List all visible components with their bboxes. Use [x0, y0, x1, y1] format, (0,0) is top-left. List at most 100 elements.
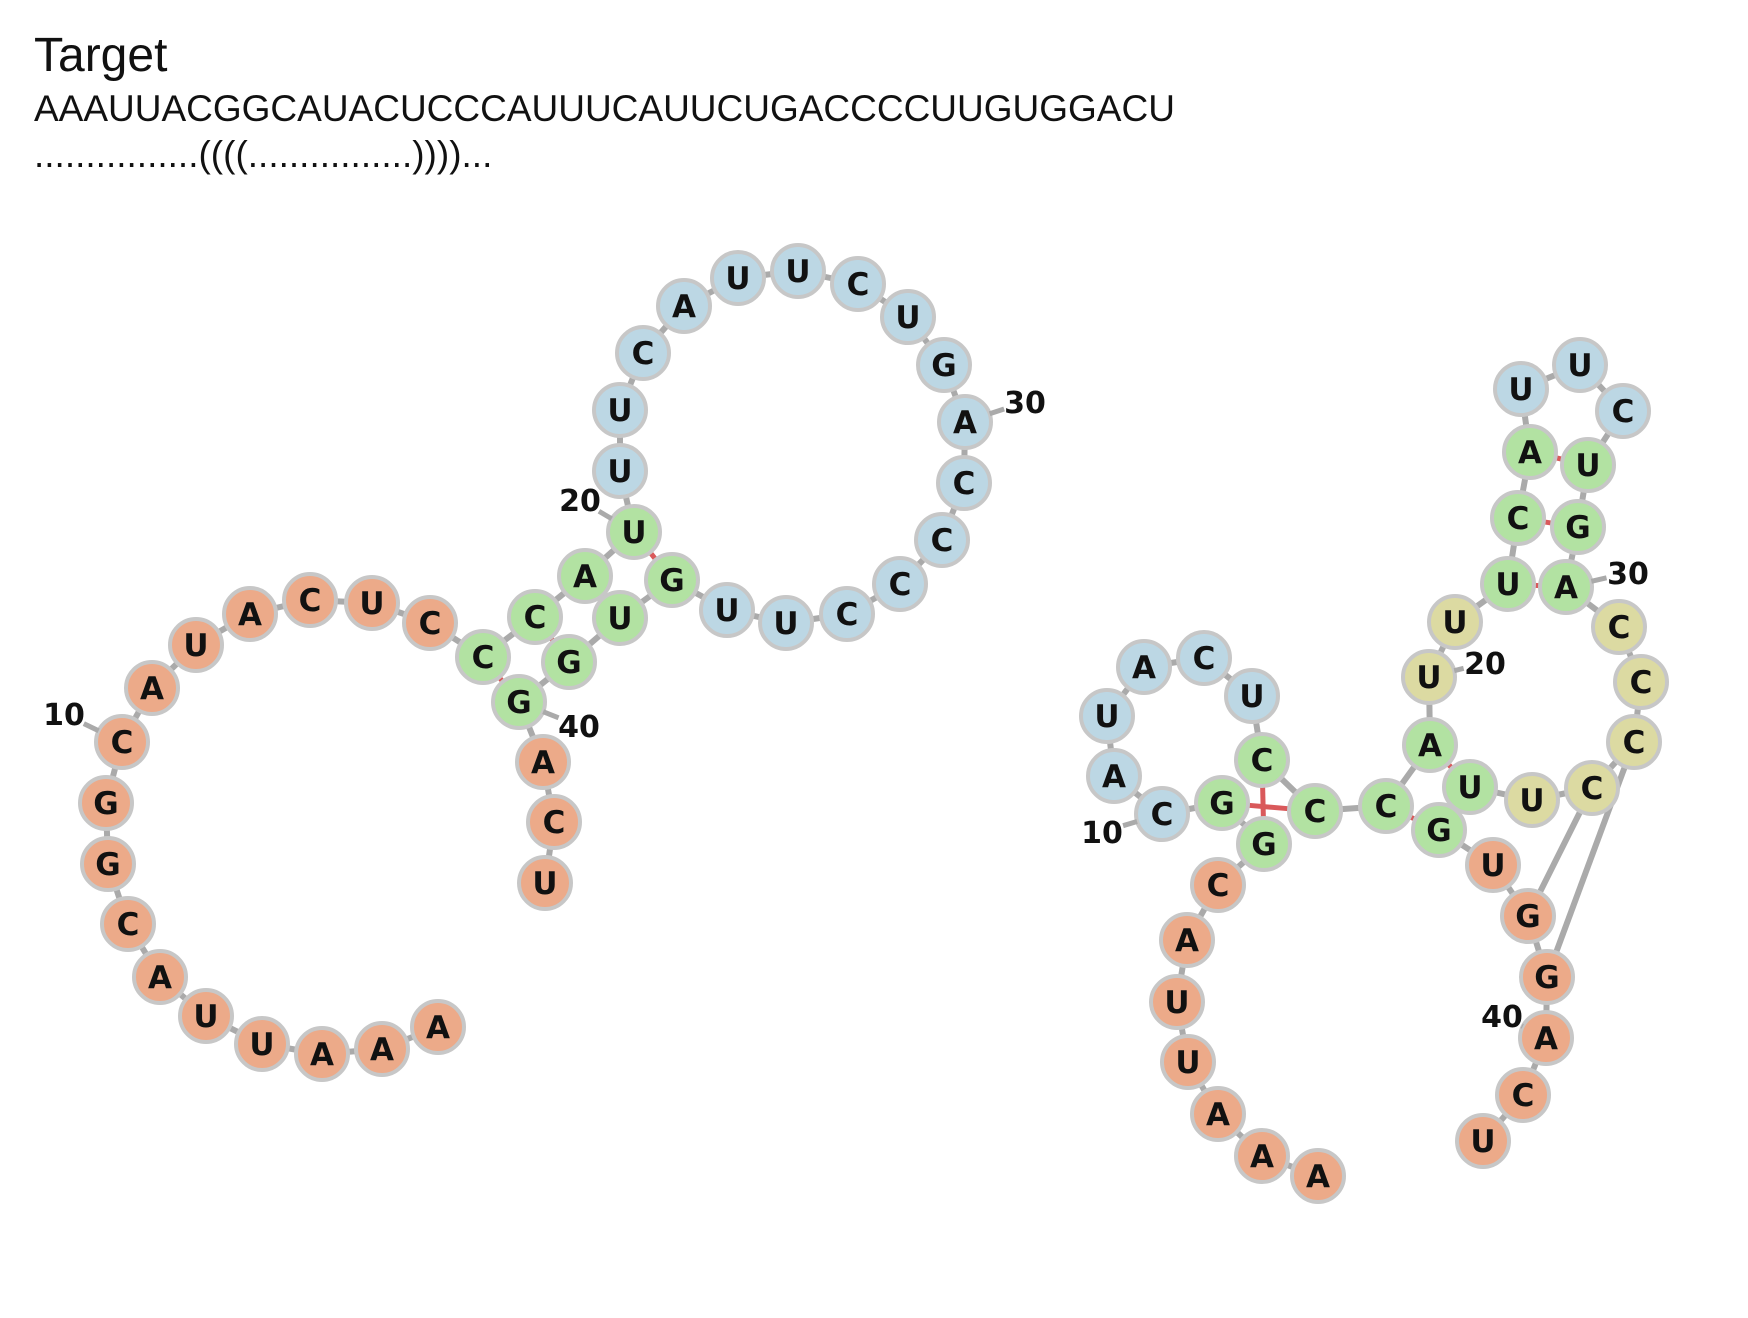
nucleotide-letter: C	[1612, 394, 1635, 430]
nucleotide-letter: A	[148, 960, 172, 996]
nucleotide-circle	[1149, 974, 1205, 1030]
nucleotide-letter: U	[1470, 1124, 1495, 1160]
nucleotide-circle	[1518, 1010, 1574, 1066]
nucleotide-circle	[656, 278, 712, 334]
nucleotide-circle	[132, 949, 188, 1005]
nucleotide-circle	[1465, 837, 1521, 893]
nucleotide-letter: U	[1416, 660, 1441, 696]
nucleotide-circle	[94, 714, 150, 770]
nucleotide-circle	[830, 256, 886, 312]
nucleotide-circle	[1411, 802, 1467, 858]
nucleotide-circle	[699, 582, 755, 638]
nucleotide-letter: G	[659, 563, 684, 599]
nucleotide-circle	[541, 634, 597, 690]
nucleotide-circle	[526, 794, 582, 850]
nucleotide-circle	[936, 455, 992, 511]
nucleotide-letter: U	[1175, 1045, 1200, 1081]
nucleotide-circle	[78, 775, 134, 831]
nucleotide-circle	[344, 575, 400, 631]
nucleotide-letter: G	[1251, 827, 1276, 863]
nucleotide-letter: G	[1426, 813, 1451, 849]
nucleotide-circle	[1116, 639, 1172, 695]
nucleotide-letter: A	[140, 671, 164, 707]
nucleotide-circle	[168, 617, 224, 673]
position-label: 20	[1464, 647, 1506, 682]
nucleotide-letter: A	[1102, 759, 1126, 795]
nucleotide-circle	[1290, 1148, 1346, 1204]
position-label: 40	[558, 710, 600, 745]
nucleotide-circle	[770, 243, 826, 299]
nucleotide-circle	[178, 988, 234, 1044]
nucleotide-letter: U	[895, 300, 920, 336]
nucleotide-letter: A	[1132, 650, 1156, 686]
nucleotide-letter: C	[931, 523, 954, 559]
nucleotide-circle	[710, 250, 766, 306]
nucleotide-circle	[1176, 630, 1232, 686]
nucleotide-circle	[124, 660, 180, 716]
nucleotide-letter: G	[1565, 510, 1590, 546]
nucleotide-circle	[1134, 786, 1190, 842]
nucleotide-circle	[1358, 778, 1414, 834]
nucleotide-circle	[1495, 1067, 1551, 1123]
nucleotide-letter: C	[1507, 501, 1530, 537]
nucleotide-circle	[1236, 816, 1292, 872]
nucleotide-letter: C	[299, 583, 322, 619]
position-tick	[82, 721, 100, 733]
nucleotide-letter: A	[573, 559, 597, 595]
nucleotide-letter: A	[1250, 1139, 1274, 1175]
page-title: Target	[34, 29, 168, 82]
position-tick	[1122, 819, 1138, 829]
position-tick	[597, 509, 613, 521]
nucleotide-circle	[410, 999, 466, 1055]
nucleotide-circle	[557, 548, 613, 604]
nucleotide-letter: U	[359, 586, 384, 622]
nucleotide-circle	[758, 595, 814, 651]
nucleotide-letter: U	[1442, 605, 1467, 641]
dot-bracket-structure: ................((((................))))…	[34, 134, 493, 175]
nucleotide-letter: U	[193, 999, 218, 1035]
position-label: 20	[559, 484, 601, 519]
nucleotide-letter: U	[1567, 348, 1592, 384]
nucleotide-letter: A	[1306, 1159, 1330, 1195]
nucleotide-letter: A	[238, 597, 262, 633]
position-label: 10	[43, 698, 85, 733]
nucleotide-letter: U	[1239, 679, 1264, 715]
nucleotide-circle	[916, 337, 972, 393]
nucleotide-circle	[1086, 748, 1142, 804]
nucleotide-letter: C	[836, 597, 859, 633]
nucleotide-letter: G	[506, 685, 531, 721]
position-tick	[1590, 575, 1608, 584]
nucleotide-circle	[1552, 337, 1608, 393]
nucleotide-circle	[1500, 888, 1556, 944]
nucleotide-circle	[1427, 594, 1483, 650]
nucleotide-circle	[282, 572, 338, 628]
nucleotide-letter: U	[1495, 567, 1520, 603]
nucleotide-letter: U	[1457, 770, 1482, 806]
nucleotide-circle	[1079, 688, 1135, 744]
nucleotide-letter: C	[847, 267, 870, 303]
nucleotide-letter: C	[1608, 610, 1631, 646]
nucleotide-letter: U	[607, 454, 632, 490]
nucleotide-circle	[615, 325, 671, 381]
nucleotide-circle	[1287, 783, 1343, 839]
nucleotide-circle	[880, 289, 936, 345]
nucleotide-letter: U	[249, 1027, 274, 1063]
nucleotide-circle	[1493, 361, 1549, 417]
nucleotide-circle	[455, 629, 511, 685]
nucleotide-letter: G	[1515, 899, 1540, 935]
nucleotide-circle	[1455, 1113, 1511, 1169]
nucleotide-letter: C	[1623, 725, 1646, 761]
position-tick	[1453, 665, 1465, 674]
nucleotide-letter: C	[543, 805, 566, 841]
nucleotide-circle	[937, 394, 993, 450]
nucleotide-circle	[517, 855, 573, 911]
nucleotide-letter: C	[1193, 641, 1216, 677]
nucleotide-circle	[1190, 857, 1246, 913]
nucleotide-letter: C	[953, 466, 976, 502]
nucleotide-circle	[1442, 759, 1498, 815]
nucleotide-letter: C	[632, 336, 655, 372]
nucleotide-letter: U	[621, 515, 646, 551]
nucleotide-circle	[1538, 559, 1594, 615]
nucleotide-letter: C	[1581, 771, 1604, 807]
